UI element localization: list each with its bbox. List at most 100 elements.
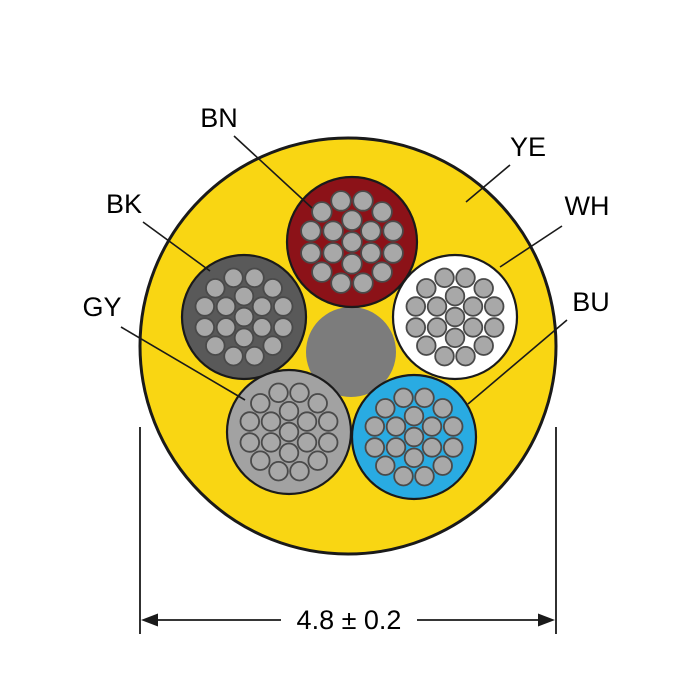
strand bbox=[194, 296, 216, 317]
strand bbox=[434, 346, 455, 367]
strand bbox=[385, 437, 407, 458]
strand bbox=[393, 387, 414, 409]
strand bbox=[307, 450, 328, 471]
strand bbox=[421, 437, 443, 458]
strand bbox=[393, 466, 414, 487]
strand bbox=[268, 382, 289, 404]
strand bbox=[233, 286, 255, 307]
strand bbox=[322, 242, 344, 264]
strand bbox=[484, 296, 505, 317]
strand bbox=[432, 398, 453, 419]
strand bbox=[403, 426, 425, 448]
strand bbox=[251, 317, 273, 338]
strand bbox=[273, 317, 294, 338]
dimension-arrow-right bbox=[538, 613, 555, 627]
label-bu: BU bbox=[572, 287, 610, 317]
leader-line-wh bbox=[499, 225, 563, 268]
leader-line-bn bbox=[233, 135, 313, 209]
strand bbox=[341, 209, 363, 231]
strand bbox=[223, 267, 244, 289]
strand bbox=[414, 387, 435, 409]
strand bbox=[289, 382, 310, 404]
strand bbox=[341, 231, 363, 253]
strand bbox=[473, 335, 494, 356]
strand bbox=[289, 461, 310, 482]
strand bbox=[443, 437, 464, 458]
strand bbox=[455, 267, 476, 289]
strand bbox=[318, 432, 339, 453]
dimension-arrow-left bbox=[141, 613, 158, 627]
strand bbox=[273, 296, 294, 317]
strand bbox=[268, 461, 289, 482]
strand bbox=[205, 278, 226, 299]
strand bbox=[484, 317, 505, 338]
conductor-gy bbox=[225, 368, 353, 496]
strand bbox=[251, 296, 273, 317]
label-ye: YE bbox=[510, 132, 546, 162]
label-wh: WH bbox=[565, 191, 610, 221]
strand bbox=[250, 393, 271, 414]
strand bbox=[473, 278, 494, 299]
strand bbox=[405, 317, 427, 338]
conductor-bk bbox=[180, 253, 308, 381]
strand bbox=[382, 220, 404, 242]
strand bbox=[278, 442, 300, 463]
strand bbox=[262, 335, 283, 356]
strand bbox=[403, 447, 425, 468]
conductor-bn bbox=[285, 175, 419, 309]
strand bbox=[421, 416, 443, 437]
strand bbox=[215, 296, 237, 317]
strand bbox=[278, 421, 300, 443]
strand bbox=[444, 327, 466, 348]
strand bbox=[375, 398, 396, 419]
strand bbox=[318, 411, 339, 432]
strand bbox=[371, 261, 393, 283]
strand bbox=[416, 278, 437, 299]
strand bbox=[260, 411, 282, 432]
label-bk: BK bbox=[106, 189, 142, 219]
strand bbox=[426, 296, 448, 317]
strand bbox=[382, 242, 404, 264]
strand bbox=[223, 346, 244, 367]
strand bbox=[432, 455, 453, 476]
strand bbox=[341, 253, 363, 275]
strand bbox=[352, 190, 374, 212]
strand bbox=[250, 450, 271, 471]
strand bbox=[260, 432, 282, 453]
strand bbox=[330, 190, 352, 212]
strand bbox=[239, 432, 261, 453]
strand bbox=[371, 201, 393, 223]
strand bbox=[462, 296, 484, 317]
leader-line-bk bbox=[142, 221, 211, 272]
strand bbox=[233, 327, 255, 348]
strand bbox=[311, 261, 333, 283]
strand bbox=[296, 411, 318, 432]
dimension-label: 4.8 ± 0.2 bbox=[297, 605, 402, 635]
strand bbox=[352, 272, 374, 294]
strand bbox=[403, 406, 425, 427]
conductor-wh bbox=[391, 253, 519, 381]
strand bbox=[444, 306, 466, 328]
strand bbox=[360, 220, 382, 242]
strand bbox=[385, 416, 407, 437]
center-filler bbox=[306, 307, 396, 397]
leader-line-gy bbox=[120, 326, 246, 401]
strand bbox=[262, 278, 283, 299]
strand bbox=[434, 267, 455, 289]
strand bbox=[444, 286, 466, 307]
strand bbox=[244, 267, 265, 289]
strand bbox=[405, 296, 427, 317]
strand bbox=[322, 220, 344, 242]
label-bn: BN bbox=[200, 103, 238, 133]
strand bbox=[462, 317, 484, 338]
strand bbox=[360, 242, 382, 264]
strand bbox=[239, 411, 261, 432]
strand bbox=[300, 220, 322, 242]
strand bbox=[416, 335, 437, 356]
leader-line-ye bbox=[465, 164, 511, 203]
strand bbox=[215, 317, 237, 338]
label-gy: GY bbox=[82, 292, 121, 322]
strand bbox=[330, 272, 352, 294]
